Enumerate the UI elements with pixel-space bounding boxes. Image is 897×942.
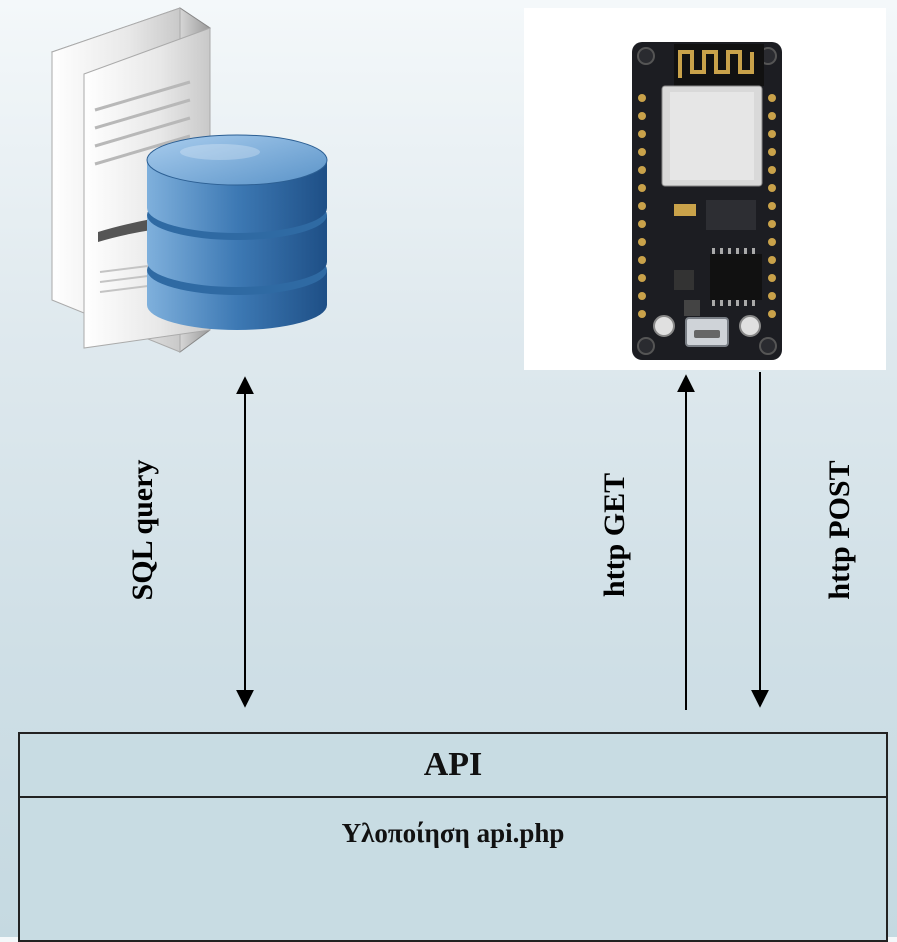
http-get-label: http GET [598, 472, 631, 598]
sql-query-label: SQL query [126, 459, 159, 601]
esp8266-board-icon [632, 42, 782, 360]
api-box: API Υλοποίηση api.php [18, 732, 888, 942]
http-post-label: http POST [823, 460, 856, 600]
board-image-panel [524, 8, 886, 370]
api-title: API [20, 734, 886, 798]
database-server-icon [50, 7, 328, 353]
api-subtitle: Υλοποίηση api.php [341, 818, 565, 848]
